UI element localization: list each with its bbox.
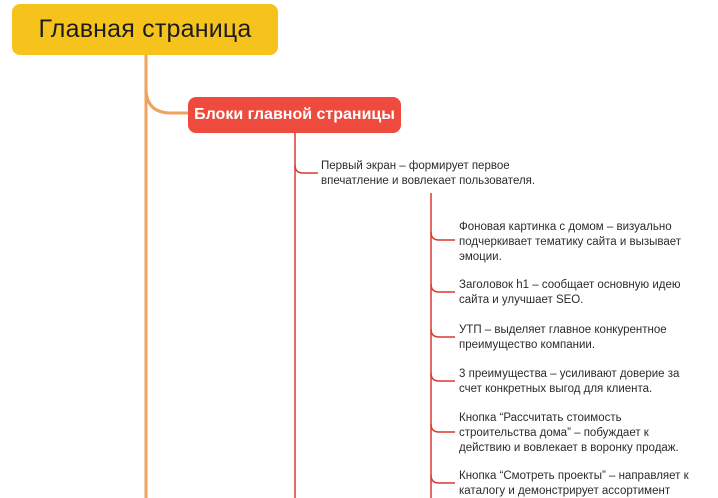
root-node[interactable]: Главная страница [12, 4, 278, 55]
topic-line: Кнопка “Рассчитать стоимость [459, 412, 622, 424]
branch-node[interactable]: Блоки главной страницы [188, 97, 401, 133]
branch-node-label: Блоки главной страницы [194, 106, 395, 123]
item-topic-4[interactable]: 3 преимущества – усиливают доверие за сч… [459, 367, 679, 397]
topic-line: Заголовок h1 – сообщает основную идею [459, 279, 681, 291]
branch-to-section-connector [294, 164, 318, 174]
item-2-connector [430, 283, 455, 293]
root-node-label: Главная страница [38, 15, 252, 43]
item-topic-6[interactable]: Кнопка “Смотреть проекты” – направляет к… [459, 469, 689, 498]
topic-line: сайта и улучшает SEO. [459, 294, 584, 306]
item-5-connector [430, 423, 455, 433]
root-to-branch-connector [144, 87, 188, 115]
section-topic[interactable]: Первый экран – формирует первое впечатле… [321, 159, 535, 189]
topic-line: эмоции. [459, 251, 502, 263]
item-topic-5[interactable]: Кнопка “Рассчитать стоимость строительст… [459, 411, 679, 456]
item-topic-3[interactable]: УТП – выделяет главное конкурентное преи… [459, 323, 667, 353]
topic-line: каталогу и демонстрирует ассортимент [459, 485, 671, 497]
topic-line: 3 преимущества – усиливают доверие за [459, 368, 680, 380]
topic-line: впечатление и вовлекает пользователя. [321, 175, 536, 187]
item-3-connector [430, 328, 455, 338]
topic-line: УТП – выделяет главное конкурентное [459, 324, 667, 336]
topic-line: подчеркивает тематику сайта и вызывает [459, 236, 682, 248]
topic-line: Кнопка “Смотреть проекты” – направляет к [459, 470, 689, 482]
topic-line: строительства дома” – побуждает к [459, 427, 649, 439]
item-topic-2[interactable]: Заголовок h1 – сообщает основную идею са… [459, 278, 681, 308]
item-4-connector [430, 372, 455, 382]
topic-line: действию и вовлекает в воронку продаж. [459, 442, 679, 454]
item-topic-1[interactable]: Фоновая картинка с домом – визуально под… [459, 220, 681, 265]
item-1-connector [430, 231, 455, 241]
topic-line: преимущество компании. [459, 339, 596, 351]
item-6-connector [430, 474, 455, 484]
topic-line: счет конкретных выгод для клиента. [459, 383, 653, 395]
topic-line: Первый экран – формирует первое [321, 160, 510, 172]
topic-line: Фоновая картинка с домом – визуально [459, 221, 672, 233]
